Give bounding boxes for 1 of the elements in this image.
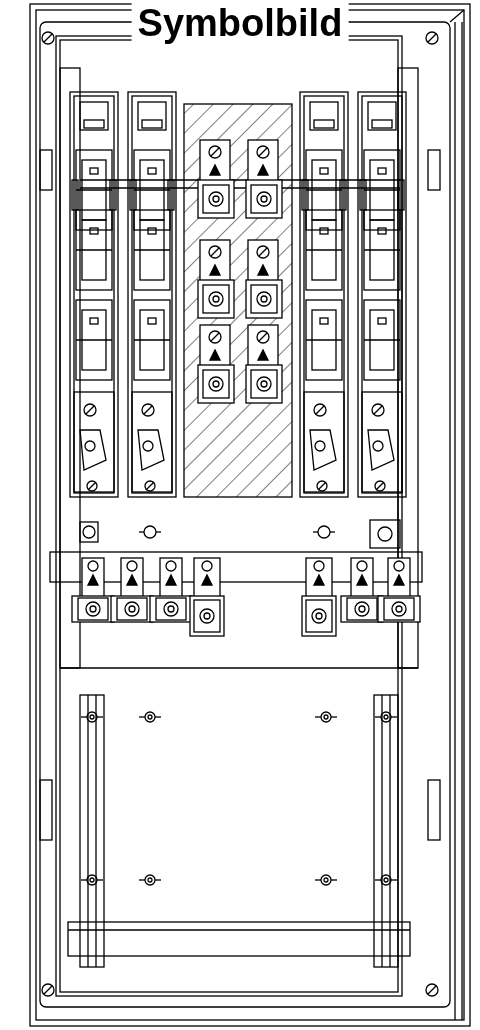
title: Symbolbild bbox=[131, 2, 349, 44]
